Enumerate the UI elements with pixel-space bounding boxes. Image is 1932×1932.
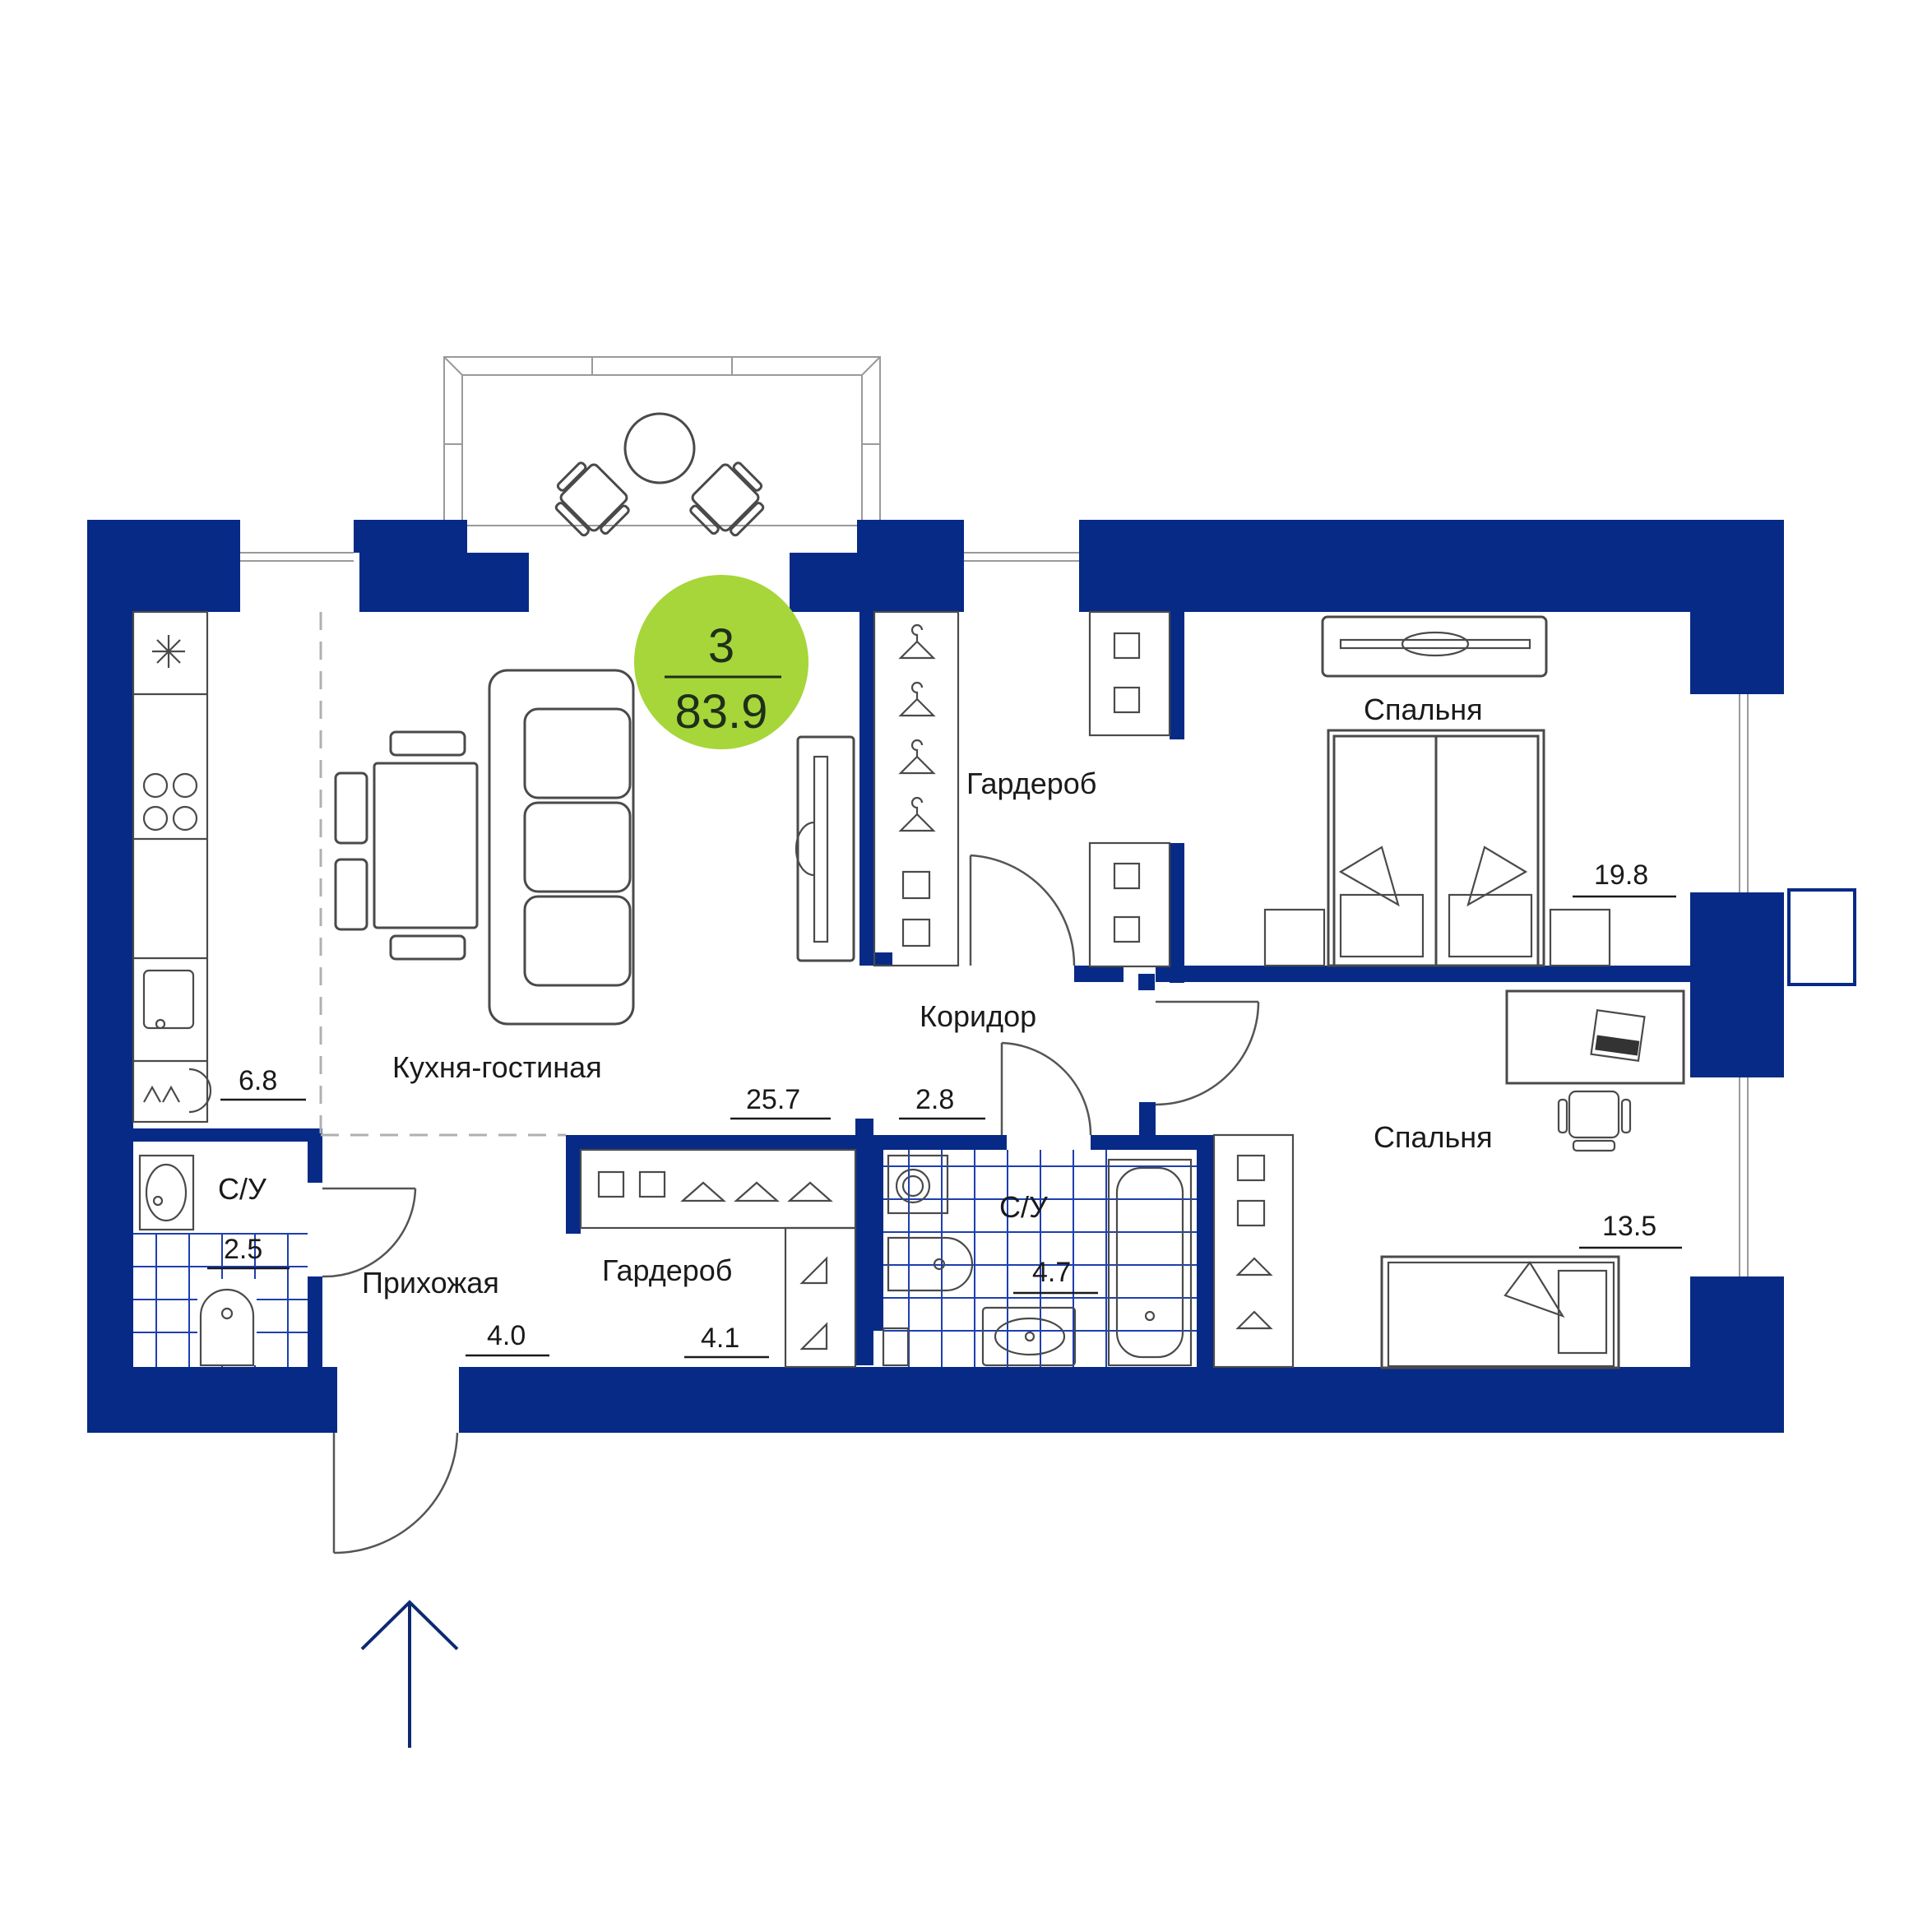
room-labels: Кухня-гостиная 25.7 6.8 Гардероб Спальня… — [207, 693, 1682, 1359]
balcony — [443, 356, 881, 537]
kitchen-counter — [132, 610, 212, 1124]
corridor-doors — [969, 854, 1260, 1136]
north-arrow-icon — [360, 1600, 459, 1748]
dishwasher-icon — [143, 1068, 212, 1114]
toilet-icon — [197, 1279, 257, 1367]
label-wardrobe-top: Гардероб — [966, 767, 1096, 800]
desk-icon — [1505, 989, 1685, 1152]
balcony-table-icon — [554, 412, 765, 537]
area-bedroom-top: 19.8 — [1594, 859, 1648, 891]
label-corridor: Коридор — [920, 999, 1036, 1033]
area-wardrobe-bottom: 4.1 — [701, 1323, 739, 1354]
cooktop-icon — [142, 772, 198, 832]
sink-icon — [981, 1306, 1077, 1367]
tv-icon — [795, 735, 855, 962]
sink-icon — [138, 1154, 195, 1231]
bathroom-left-tiles — [133, 1154, 308, 1367]
washing-machine-icon — [887, 1154, 949, 1215]
windows — [240, 520, 1856, 1276]
bathroom-left-door — [322, 1187, 417, 1278]
area-bedroom-bottom: 13.5 — [1602, 1211, 1656, 1242]
bedroom-top-storage — [1088, 610, 1171, 968]
area-hallway: 4.0 — [487, 1320, 526, 1351]
wardrobe-top — [873, 610, 960, 967]
label-kitchen-living: Кухня-гостиная — [392, 1050, 602, 1084]
sink-icon — [142, 969, 195, 1030]
area-kitchen-living: 25.7 — [746, 1084, 800, 1115]
area-bathroom-left: 2.5 — [224, 1234, 262, 1265]
area-corridor: 2.8 — [915, 1084, 954, 1115]
label-wardrobe-bottom: Гардероб — [602, 1253, 732, 1287]
badge-area: 83.9 — [675, 685, 768, 739]
label-hallway: Прихожая — [362, 1266, 499, 1300]
label-bedroom-top: Спальня — [1364, 693, 1483, 726]
bathroom-right-tiles — [882, 1150, 1197, 1367]
wardrobe-bottom — [579, 1148, 857, 1369]
area-bathroom-right: 4.7 — [1032, 1257, 1071, 1288]
tv-stand-bedroom — [1321, 615, 1548, 678]
apartment-badge: 3 83.9 — [634, 575, 808, 749]
entrance-door — [332, 1367, 459, 1554]
area-kitchen: 6.8 — [239, 1065, 277, 1096]
label-bathroom-left: С/У — [218, 1172, 267, 1206]
bed-icon — [1263, 729, 1611, 967]
toilet-icon — [887, 1236, 974, 1292]
single-bed-icon — [1380, 1255, 1620, 1369]
dining-table-icon — [334, 730, 479, 961]
snowflake-icon — [152, 635, 185, 668]
sofa-icon — [488, 669, 635, 1026]
bedroom-bottom-storage — [1212, 1133, 1295, 1369]
hanger-icon — [898, 623, 936, 832]
label-bathroom-right: С/У — [999, 1190, 1049, 1224]
badge-rooms: 3 — [708, 619, 734, 673]
bathtub-icon — [1107, 1158, 1193, 1367]
label-bedroom-bottom: Спальня — [1374, 1120, 1493, 1154]
walls — [87, 520, 1784, 1433]
